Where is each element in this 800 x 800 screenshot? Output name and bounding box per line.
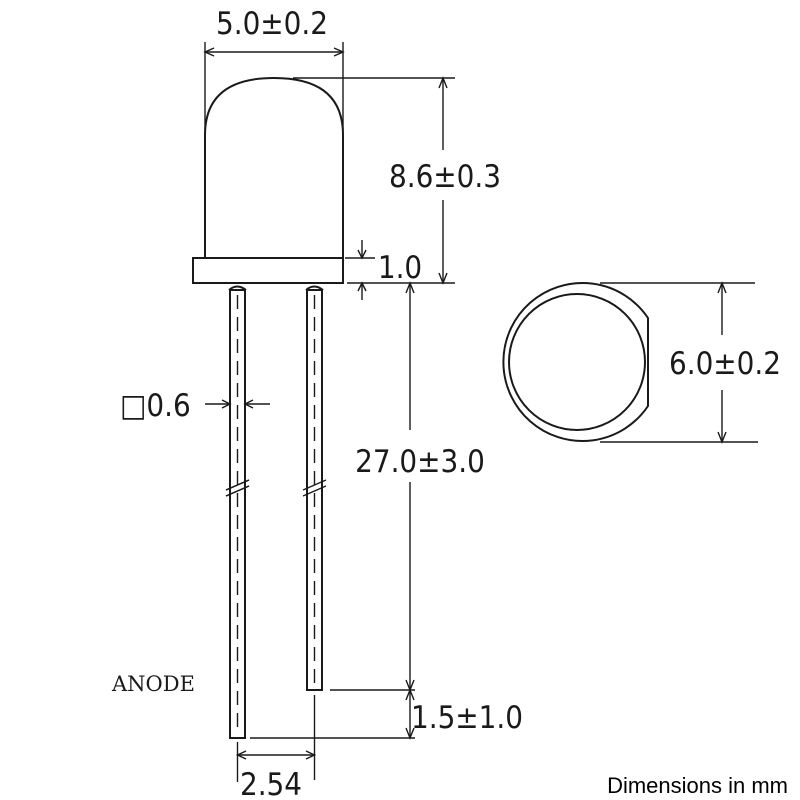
body-outline <box>508 293 646 431</box>
body-diameter-label: 5.0±0.2 <box>216 6 328 42</box>
led-body-side-view <box>192 76 344 284</box>
dimension-flange-diameter: 6.0±0.2 <box>600 281 781 444</box>
anode-label: ANODE <box>111 672 195 696</box>
lead-cathode <box>302 285 327 691</box>
dimension-lead-length: 27.0±3.0 <box>330 281 485 738</box>
dimension-lead-pitch: 2.54 <box>235 695 317 800</box>
flange-diameter-label: 6.0±0.2 <box>669 346 781 382</box>
lead-length-label: 27.0±3.0 <box>355 444 485 480</box>
lead-size-label: □0.6 <box>120 388 191 424</box>
flange-outline <box>502 282 649 442</box>
led-top-view <box>502 282 649 442</box>
body-height-label: 8.6±0.3 <box>389 159 501 195</box>
flange-height-label: 1.0 <box>378 250 422 286</box>
dimension-lead-size: □0.6 <box>120 388 270 424</box>
dimension-lead-offset: 1.5±1.0 <box>250 688 523 740</box>
dimension-body-diameter: 5.0±0.2 <box>203 6 345 130</box>
lead-pitch-label: 2.54 <box>240 767 302 800</box>
lead-anode <box>225 285 250 739</box>
lead-offset-label: 1.5±1.0 <box>411 700 523 736</box>
led-dome <box>204 76 344 258</box>
units-note: Dimensions in mm <box>607 773 788 798</box>
led-flange <box>192 257 344 284</box>
dimension-body-height: 8.6±0.3 <box>293 76 501 285</box>
dimension-flange-height: 1.0 <box>345 240 422 300</box>
